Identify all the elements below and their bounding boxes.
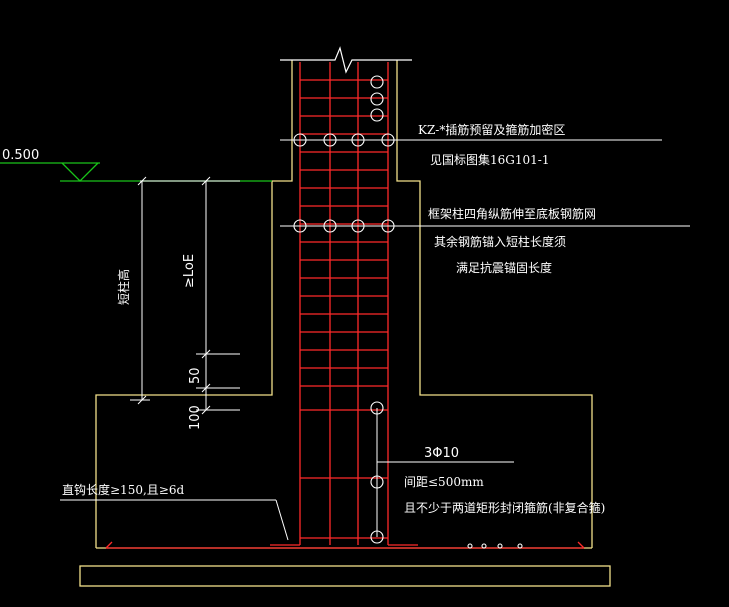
bottom-mesh-bar-hook <box>577 541 585 549</box>
column-pedestal-outline-right <box>396 60 593 548</box>
dim-50-label: 50 <box>188 367 203 384</box>
kz-note: KZ-*插筋预留及箍筋加密区 <box>418 122 565 137</box>
dim-arrow <box>201 405 211 415</box>
dimension-lines <box>130 176 240 415</box>
dim-arrow <box>201 176 211 186</box>
mesh-bar-dot <box>481 543 487 549</box>
bar-circle <box>370 92 384 106</box>
other-bars-note-2: 满足抗震锚固长度 <box>456 260 552 275</box>
stirrup-spacing: 间距≤500mm <box>404 475 484 489</box>
ground-level-marker <box>0 162 272 182</box>
break-line-mark <box>280 46 412 74</box>
leader-lines <box>60 139 690 541</box>
other-bars-note-1: 其余钢筋锚入短柱长度须 <box>434 234 566 249</box>
mesh-bar-dot <box>497 543 503 549</box>
elevation-triangle <box>61 162 99 182</box>
rebar-group <box>105 62 585 549</box>
mesh-bar-dot <box>517 543 523 549</box>
blinding-layer <box>79 565 611 587</box>
leader-hook-tail <box>275 499 289 541</box>
stirrup-count: 3Φ10 <box>424 446 459 461</box>
bottom-mesh-bar-hook <box>105 541 113 549</box>
hook-length-note: 直钩长度≥150,且≥6d <box>62 482 184 497</box>
dim-anchor-label: ≥LoE <box>182 254 197 288</box>
mesh-bar-dot <box>467 543 473 549</box>
dim-100-label: 100 <box>188 405 203 430</box>
corner-bars-note: 框架柱四角纵筋伸至底板钢筋网 <box>428 206 596 221</box>
dim-short-column-label: 短柱高 <box>116 269 131 305</box>
dim-arrow <box>137 176 147 186</box>
bar-circle <box>370 108 384 122</box>
elevation-label: 0.500 <box>2 148 39 163</box>
dim-arrow <box>201 349 211 359</box>
dim-arrow <box>137 395 147 405</box>
dim-arrow <box>201 383 211 393</box>
column-pedestal-outline <box>95 60 293 548</box>
stirrup-note: 且不少于两道矩形封闭箍筋(非复合箍) <box>404 500 605 515</box>
atlas-reference: 见国标图集16G101-1 <box>430 152 549 167</box>
bar-circle <box>370 75 384 89</box>
